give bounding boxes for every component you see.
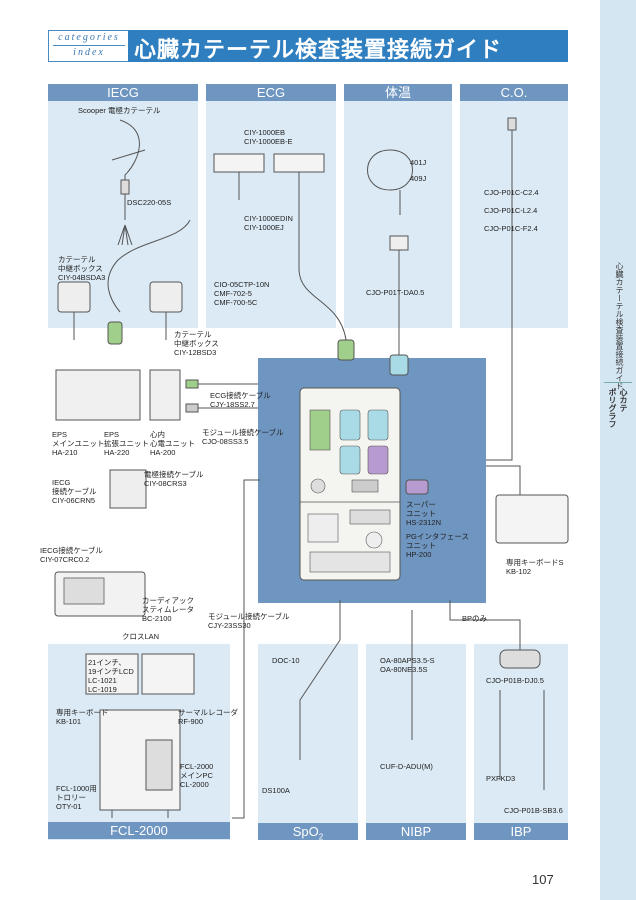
- label-iecg-cable2: IECG接続ケーブル CIY-07CRC0.2: [40, 546, 103, 564]
- co-panel-title: C.O.: [460, 84, 568, 101]
- label-keyboard-s: 専用キーボードS KB-102: [506, 558, 564, 576]
- categories-text: categories: [58, 32, 120, 43]
- side-tab-divider: [604, 382, 632, 383]
- intracardiac-unit: [149, 369, 181, 421]
- label-cjo-f24: CJO-P01C-F2.4: [484, 224, 538, 233]
- label-oa-80: OA-80APS3.5-S OA-80NE3.5S: [380, 656, 435, 674]
- temp-panel: [344, 84, 452, 328]
- lcd-monitor-1: [85, 653, 139, 695]
- ecg-lead-block-1: [213, 153, 265, 173]
- ecg-lead-block-2: [273, 153, 325, 173]
- lcd-monitor-2: [141, 653, 195, 695]
- nibp-panel: [366, 644, 466, 840]
- label-cjo-p01t: CJO-P01T-DA0.5: [366, 288, 425, 297]
- label-dsc: DSC220-05S: [127, 198, 172, 207]
- label-cjo-c24: CJO-P01C-C2.4: [484, 188, 539, 197]
- label-module-cable2: モジュール接続ケーブル CJY-23SS30: [208, 612, 290, 630]
- label-temp-401j: 401J: [410, 158, 427, 167]
- nibp-panel-title: NIBP: [366, 823, 466, 840]
- green-connector-2: [337, 339, 355, 361]
- label-eps-ext: EPS 拡張ユニット HA-220: [104, 430, 149, 457]
- label-cjo-dj: CJO-P01B-DJ0.5: [486, 676, 544, 685]
- label-cjo-sb: CJO-P01B-SB3.6: [504, 806, 563, 815]
- ecg-panel-title: ECG: [206, 84, 336, 101]
- catheter-box-2: [149, 281, 183, 313]
- label-module-cable: モジュール接続ケーブル CJO-08SS3.5: [202, 428, 284, 446]
- spo2-panel: [258, 644, 358, 840]
- iecg-cable-line: [107, 219, 191, 313]
- fcl-main-pc: [145, 739, 173, 791]
- label-temp-409j: 409J: [410, 174, 427, 183]
- ibp-transducer: [499, 649, 541, 669]
- temp-probe: [367, 149, 413, 215]
- side-index-tab[interactable]: 心臓カテーテル検査装置接続ガイド 心カテ ポリグラフ: [600, 0, 636, 900]
- ibp-panel-title: IBP: [474, 823, 568, 840]
- page-title-bar: 心臓カテーテル検査装置接続ガイド: [128, 30, 568, 62]
- electrode-cable-box: [109, 469, 147, 509]
- module-cable-connector: [185, 403, 199, 413]
- side-tab-category-1: 心カテ: [619, 388, 628, 412]
- ibp-panel: [474, 644, 568, 840]
- label-eps-main: EPS メインユニット HA-210: [52, 430, 105, 457]
- page-title: 心臓カテーテル検査装置接続ガイド: [134, 37, 503, 62]
- scooper-catheter: [111, 119, 146, 246]
- label-fcl-main: FCL-2000 メインPC CL-2000: [180, 762, 214, 789]
- label-ecg-cable: ECG接続ケーブル CJY-18SS2.7: [210, 391, 271, 409]
- spo2-panel-title: SpO2: [258, 823, 358, 842]
- label-ciy1000edin: CIY-1000EDIN CIY-1000EJ: [244, 214, 293, 232]
- label-doc10: DOC-10: [272, 656, 300, 665]
- label-bp-only: BPのみ: [462, 614, 488, 623]
- side-tab-title: 心臓カテーテル検査装置接続ガイド: [615, 262, 624, 390]
- catheter-box-1: [57, 281, 91, 313]
- label-pxfkd3: PXFKD3: [486, 774, 516, 783]
- green-connector-1: [107, 321, 123, 345]
- page-number: 107: [532, 872, 554, 887]
- label-simulator: カーディアック スティムレータ BC-2100: [142, 596, 195, 623]
- label-catheter-box-2: カテーテル 中継ボックス CIY-12BSD3: [174, 330, 219, 357]
- index-text: index: [73, 47, 105, 58]
- temp-panel-title: 体温: [344, 84, 452, 101]
- label-electrode-cable: 電極接続ケーブル CIY-08CRS3: [144, 470, 204, 488]
- label-super-unit: スーパー ユニット HS-2312N: [406, 500, 442, 527]
- polygraph-main-unit: [299, 387, 401, 581]
- label-keyboard: 専用キーボード KB-101: [56, 708, 109, 726]
- label-cross-lan: クロスLAN: [122, 632, 160, 641]
- module-cable-2: [232, 479, 260, 819]
- cyan-connector: [389, 354, 409, 376]
- label-pg-unit: PGインタフェース ユニット HP-200: [406, 532, 469, 559]
- label-cjo-l24: CJO-P01C-L2.4: [484, 206, 538, 215]
- label-catheter-box-1: カテーテル 中継ボックス CIY-04BSDA3: [58, 255, 106, 282]
- label-cio: CIO-05CTP-10N CMF-702-5 CMF-700-5C: [214, 280, 270, 307]
- label-trolley: FCL-1000用 トロリー OTY-01: [56, 784, 97, 811]
- super-unit-connector: [405, 479, 429, 495]
- label-ciy1000eb: CIY-1000EB CIY-1000EB-E: [244, 128, 293, 146]
- header-divider: [53, 45, 125, 46]
- ecg-cable-connector: [185, 379, 199, 389]
- label-intracardiac: 心内 心電ユニット HA-200: [150, 430, 195, 457]
- fcl-panel-title: FCL-2000: [48, 822, 230, 839]
- iecg-panel-title: IECG: [48, 84, 198, 101]
- label-cuf: CUF-D-ADU(M): [380, 762, 433, 771]
- temp-connector: [389, 235, 409, 251]
- side-tab-category-2: ポリグラフ: [608, 388, 617, 428]
- keyboard-s: [495, 494, 569, 544]
- label-scooper: Scooper 電極カテーテル: [78, 106, 161, 115]
- spo2-label: SpO: [292, 824, 319, 839]
- spo2-subscript: 2: [318, 832, 324, 842]
- label-iecg-cable: IECG 接続ケーブル CIY-06CRN5: [52, 478, 97, 505]
- label-ds100a: DS100A: [262, 786, 290, 795]
- label-thermal: サーマルレコーダ RF-900: [178, 708, 238, 726]
- ecg-panel: [206, 84, 336, 328]
- co-cable: [486, 118, 513, 461]
- label-lcd: 21インチ、 19インチLCD LC-1021 LC-1019: [88, 658, 134, 694]
- eps-units: [55, 369, 141, 421]
